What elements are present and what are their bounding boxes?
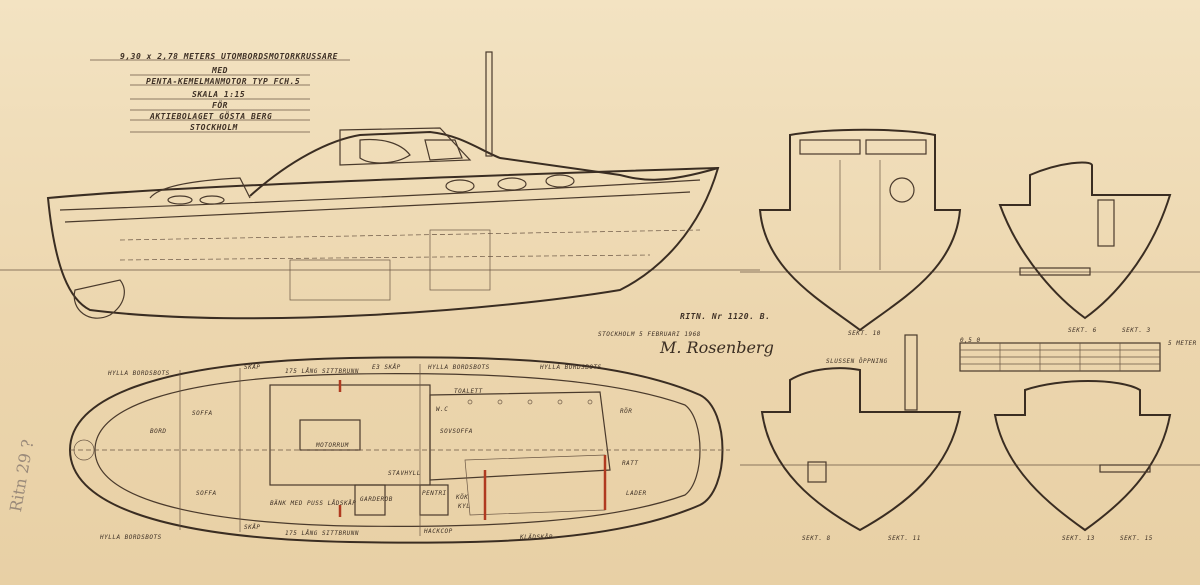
label-sekt15: SEKT. 15 (1120, 535, 1153, 542)
title-line-6: AKTIEBOLAGET GÖSTA BERG (150, 112, 273, 121)
plan-label-hylla4: HYLLA BORDSBOTS (100, 534, 162, 541)
label-slussen: SLUSSEN ÖPPNING (826, 358, 888, 365)
title-line-2: MED (212, 66, 228, 75)
label-sekt8: SEKT. 8 (802, 535, 831, 542)
title-underlines (90, 59, 350, 133)
plan-label-bank: BÄNK MED PUSS LÅDSKÅP (270, 500, 357, 507)
section-6-3 (998, 161, 1172, 320)
label-sekt10: SEKT. 10 (848, 330, 881, 337)
plan-label-hylla1: HYLLA BORDSBOTS (108, 370, 170, 377)
plan-label-pentri: PENTRI (422, 490, 447, 497)
plan-label-soffa2: SOFFA (196, 490, 217, 497)
plan-label-bord: BORD (150, 428, 167, 435)
title-line-1: 9,30 x 2,78 METERS UTOMBORDSMOTORKRUSSAR… (120, 52, 338, 61)
plan-label-kladskap: KLÄDSKÅP (520, 534, 553, 541)
plan-label-ror: RÖR (620, 408, 633, 415)
label-sekt3: SEKT. 3 (1122, 327, 1151, 334)
plan-label-kok: KÖK (456, 494, 469, 501)
plan-label-hackcop: HACKCOP (424, 528, 453, 535)
section-8-11 (760, 334, 962, 532)
label-sekt6: SEKT. 6 (1068, 327, 1097, 334)
plan-label-motor: MOTORRUM (316, 442, 349, 449)
scale-bar-start: 0,5 0 (960, 337, 981, 344)
scale-bar-label: 5 METER (1168, 340, 1197, 347)
plan-label-skap2: SKÅP (244, 524, 261, 531)
plan-label-hylla3: HYLLA BORDSBOTS (540, 364, 602, 371)
plan-label-sittbrunn: 175 LÅNG SITTBRUNN (285, 368, 360, 375)
plan-view (68, 356, 730, 544)
title-line-7: STOCKHOLM (190, 123, 238, 132)
plan-label-kyl: KYL (458, 503, 471, 510)
section-10 (758, 128, 962, 332)
title-line-3: PENTA-KEMELMANMOTOR TYP FCH.5 (146, 77, 301, 86)
scale-bar (959, 342, 1161, 372)
plan-label-sovsoffa: SOVSOFFA (440, 428, 473, 435)
drawing-date: STOCKHOLM 5 FEBRUARI 1968 (598, 331, 701, 338)
plan-label-wc: W.C (436, 406, 449, 413)
plan-label-ratt: RATT (622, 460, 639, 467)
label-sekt11: SEKT. 11 (888, 535, 921, 542)
title-line-4: SKALA 1:15 (192, 90, 246, 99)
plan-label-toalett: TOALETT (454, 388, 483, 395)
signature: M. Rosenberg (660, 338, 774, 357)
plan-label-skap1: SKÅP (244, 364, 261, 371)
title-line-5: FÖR (212, 101, 228, 110)
label-sekt13: SEKT. 13 (1062, 535, 1095, 542)
plan-label-e3skap: E3 SKÅP (372, 364, 401, 371)
side-profile (46, 51, 720, 320)
section-13-15 (993, 380, 1172, 532)
plan-label-garderob: GARDEROB (360, 496, 393, 503)
drawing-number: RITN. Nr 1120. B. (680, 312, 771, 321)
plan-label-hylla2: HYLLA BORDSBOTS (428, 364, 490, 371)
plan-label-lader: LADER (626, 490, 647, 497)
plan-label-sittbrunn2: 175 LÅNG SITTBRUNN (285, 530, 360, 537)
plan-label-stavhyll: STAVHYLL (388, 470, 421, 477)
plan-label-soffa1: SOFFA (192, 410, 213, 417)
